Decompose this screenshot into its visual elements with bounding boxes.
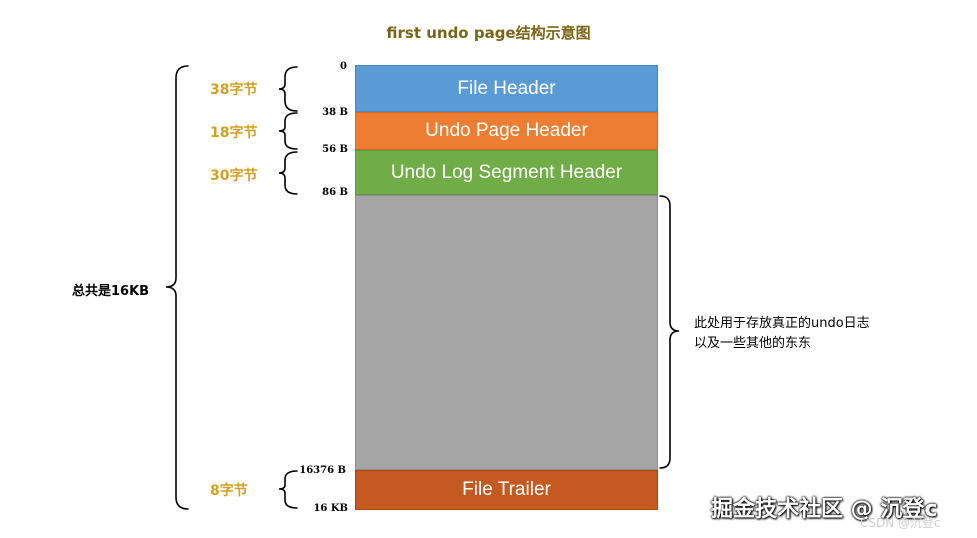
watermark-sub: CSDN @沉登c: [860, 516, 941, 530]
brace-total: [165, 65, 189, 510]
file-trailer-block: File Trailer: [355, 470, 658, 510]
offset-86: 86 B: [322, 187, 348, 198]
diagram-title: first undo page结构示意图: [386, 24, 591, 42]
size-label-file-trailer: 8字节: [210, 483, 248, 499]
file-header-block: File Header: [355, 65, 658, 112]
brace-file-trailer: [278, 470, 298, 509]
file-trailer-label: File Trailer: [462, 479, 551, 500]
brace-file-header: [278, 66, 298, 112]
undo-page-header-label: Undo Page Header: [425, 120, 588, 141]
watermark-main: 掘金技术社区 @ 沉登c: [711, 497, 938, 522]
size-label-undo-page-header: 18字节: [210, 125, 258, 141]
data-area-note-line1: 此处用于存放真正的undo日志: [694, 316, 870, 331]
data-area-note-line2: 以及一些其他的东东: [694, 336, 812, 351]
offset-0: 0: [340, 61, 347, 72]
size-label-file-header: 38字节: [210, 82, 258, 98]
offset-16376: 16376 B: [299, 465, 346, 476]
brace-undo-page-header: [278, 112, 298, 150]
undo-log-data-area: [355, 195, 658, 470]
undo-log-segment-header-label: Undo Log Segment Header: [390, 161, 623, 183]
total-size-label: 总共是16KB: [72, 284, 150, 299]
undo-page-header-block: Undo Page Header: [355, 112, 658, 150]
size-label-undo-log-segment-header: 30字节: [210, 168, 258, 184]
undo-log-segment-header-block: Undo Log Segment Header: [355, 150, 658, 195]
brace-data-area: [659, 195, 680, 469]
brace-undo-log-segment-header: [278, 151, 298, 195]
file-header-label: File Header: [457, 77, 556, 99]
data-area-note: 此处用于存放真正的undo日志 以及一些其他的东东: [694, 314, 870, 354]
offset-38: 38 B: [322, 107, 348, 118]
offset-16kb: 16 KB: [313, 503, 348, 514]
offset-56: 56 B: [322, 144, 348, 155]
